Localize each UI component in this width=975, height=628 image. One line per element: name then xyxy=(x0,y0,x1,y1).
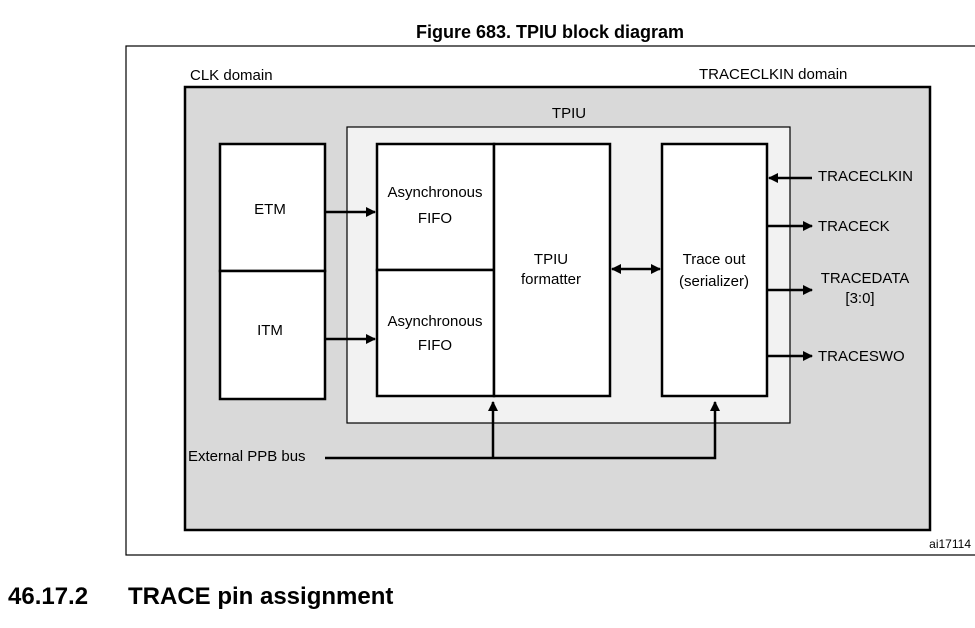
section-number: 46.17.2 xyxy=(8,583,89,610)
fifo-bottom-block xyxy=(375,268,496,398)
etm-label: ETM xyxy=(254,201,286,218)
traceclkin-domain-label: TRACECLKIN domain xyxy=(699,66,847,83)
ppb-bus-line xyxy=(325,401,720,460)
tracedata-label-line1: TRACEDATA xyxy=(821,270,910,287)
formatter-block xyxy=(492,142,612,398)
clk-domain-label: CLK domain xyxy=(190,67,273,84)
itm-label: ITM xyxy=(257,322,283,339)
tracedata-label-line2: [3:0] xyxy=(845,290,874,307)
formatter-label-line1: TPIU xyxy=(534,251,568,268)
figure-id-label: ai17114 xyxy=(929,537,971,551)
fifo-top-label-line1: Asynchronous xyxy=(387,184,482,201)
tpiu-label: TPIU xyxy=(552,105,586,122)
trace-out-block xyxy=(660,142,769,398)
traceck-label: TRACECK xyxy=(818,218,890,235)
traceclkin-label: TRACECLKIN xyxy=(818,168,913,185)
traceswo-label: TRACESWO xyxy=(818,348,905,365)
formatter-label-line2: formatter xyxy=(521,271,581,288)
itm-block xyxy=(218,269,327,401)
section-title: TRACE pin assignment xyxy=(128,583,394,610)
fifo-top-label-line2: FIFO xyxy=(418,210,452,227)
fifo-bottom-label-line2: FIFO xyxy=(418,337,452,354)
fifo-bottom-label-line1: Asynchronous xyxy=(387,313,482,330)
ppb-bus-label: External PPB bus xyxy=(188,448,306,465)
tpiu-block-diagram: CLK domain TRACECLKIN domain TPIU ETM IT… xyxy=(125,45,975,556)
etm-block xyxy=(218,142,327,273)
fifo-top-block xyxy=(375,142,496,272)
trace-out-label-line2: (serializer) xyxy=(679,273,749,290)
trace-out-label-line1: Trace out xyxy=(683,251,747,268)
section-heading: 46.17.2 TRACE pin assignment xyxy=(8,583,393,611)
figure-title: Figure 683. TPIU block diagram xyxy=(415,22,685,42)
